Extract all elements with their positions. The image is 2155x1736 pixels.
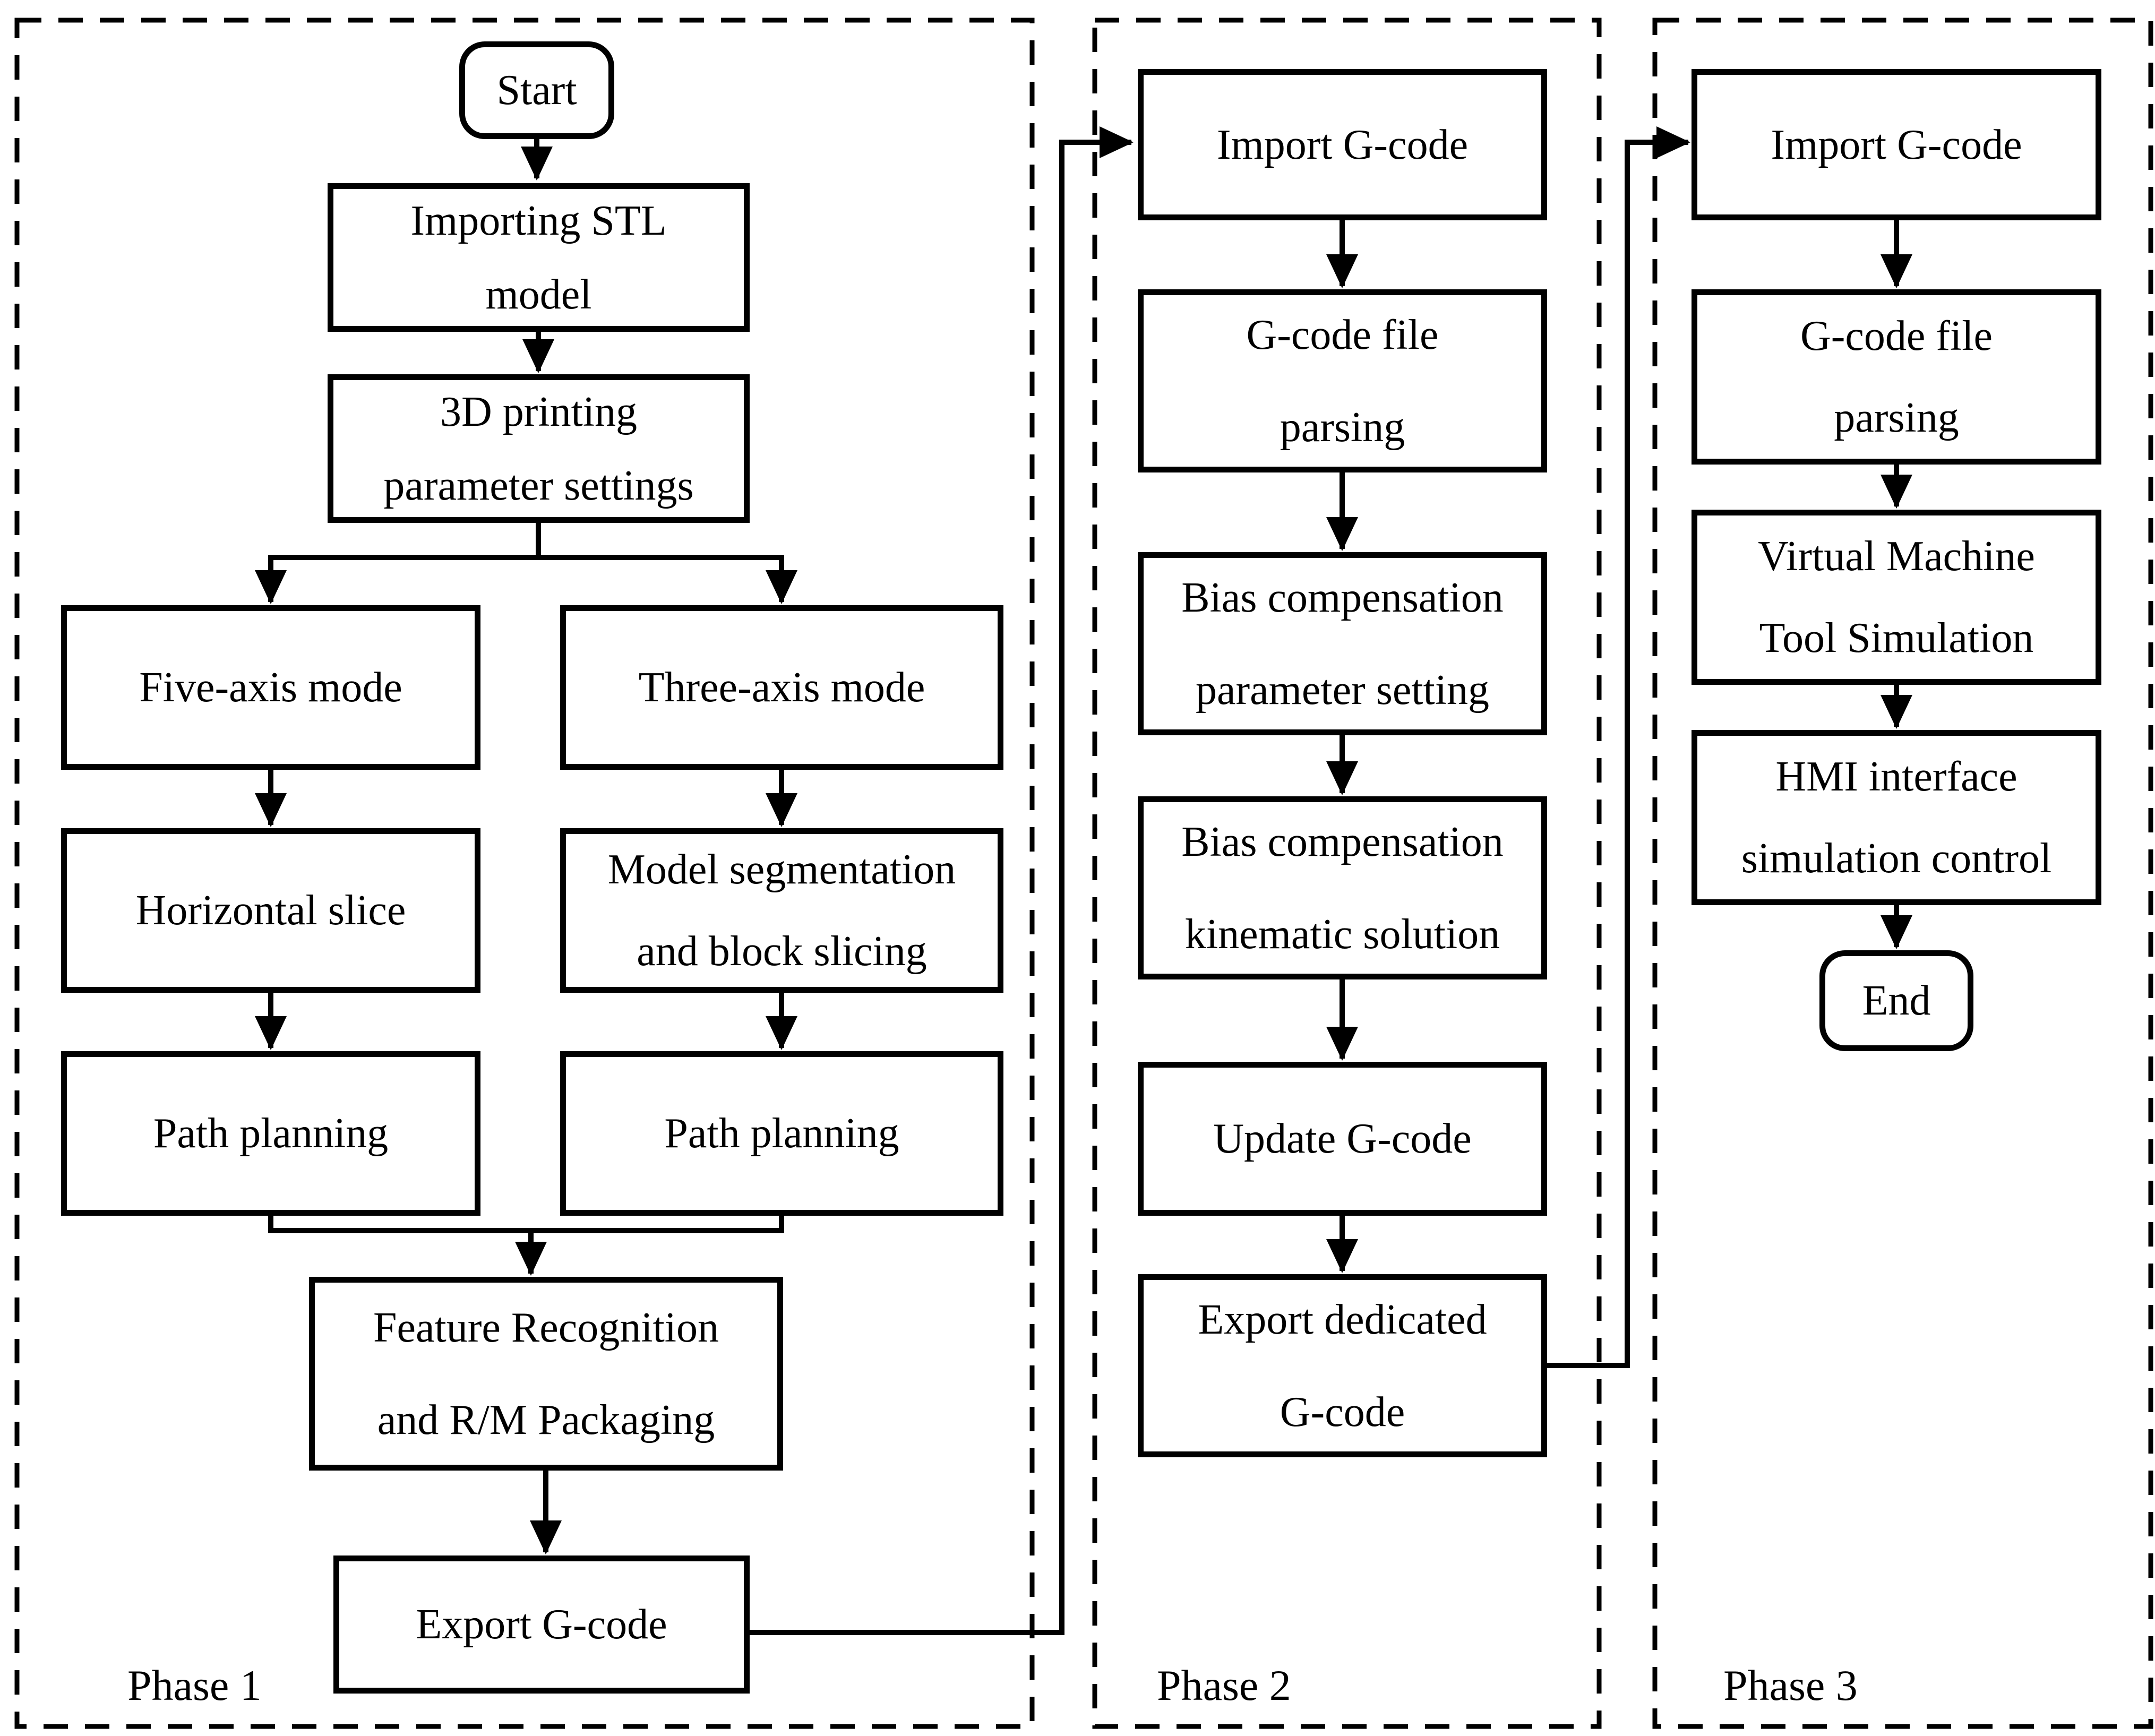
node-line: parsing (1834, 394, 1959, 441)
node-bias-compensation-kinematic-solution: Bias compensation kinematic solution (1138, 796, 1547, 979)
node-importing-stl-model: Importing STL model (328, 183, 750, 332)
node-import-gcode-phase3: Import G-code (1692, 69, 2101, 220)
node-line: G-code file (1246, 311, 1439, 358)
node-line: Path planning (664, 1110, 899, 1157)
node-line: Bias compensation (1181, 574, 1504, 621)
node-line: Bias compensation (1181, 818, 1504, 865)
node-gcode-file-parsing-phase2: G-code file parsing (1138, 289, 1547, 472)
node-import-gcode-phase2: Import G-code (1138, 69, 1547, 220)
node-line: kinematic solution (1184, 910, 1500, 958)
phase3-label: Phase 3 (1723, 1661, 1858, 1709)
phase3-boundary (1652, 18, 2153, 1729)
node-start-label: Start (496, 67, 577, 114)
node-end: End (1819, 950, 1973, 1051)
node-hmi-interface-simulation-control: HMI interface simulation control (1692, 730, 2101, 905)
phase2-label: Phase 2 (1157, 1661, 1291, 1709)
node-path-planning-five-axis: Path planning (61, 1051, 480, 1216)
node-update-gcode: Update G-code (1138, 1062, 1547, 1216)
node-feature-recognition-rm-packaging: Feature Recognition and R/M Packaging (309, 1277, 783, 1471)
node-line: Importing STL (410, 197, 667, 244)
node-line: Update G-code (1213, 1115, 1472, 1162)
node-line: and block slicing (637, 928, 927, 975)
node-five-axis-mode: Five-axis mode (61, 605, 480, 770)
node-line: parameter setting (1195, 666, 1490, 714)
node-line: 3D printing (440, 388, 638, 435)
node-line: Horizontal slice (135, 887, 406, 934)
connector-phase2-to-phase3 (1547, 126, 1690, 1368)
node-export-gcode-phase1: Export G-code (333, 1555, 750, 1694)
node-line: G-code (1280, 1388, 1405, 1436)
node-line: Feature Recognition (373, 1304, 719, 1351)
merge-line (268, 1216, 784, 1233)
node-line: Three-axis mode (638, 664, 925, 711)
node-path-planning-three-axis: Path planning (560, 1051, 1003, 1216)
connector-phase1-to-phase2 (750, 126, 1134, 1635)
node-line: simulation control (1741, 835, 2052, 882)
node-line: Model segmentation (607, 846, 956, 893)
node-line: G-code file (1800, 313, 1993, 359)
phase1-label: Phase 1 (127, 1661, 262, 1709)
node-line: Export G-code (416, 1601, 667, 1648)
node-start: Start (459, 41, 614, 139)
node-virtual-machine-tool-simulation: Virtual Machine Tool Simulation (1692, 510, 2101, 685)
node-line: Five-axis mode (139, 664, 402, 711)
node-bias-compensation-parameter-setting: Bias compensation parameter setting (1138, 552, 1547, 735)
node-line: Tool Simulation (1759, 615, 2034, 661)
node-three-axis-mode: Three-axis mode (560, 605, 1003, 770)
node-3d-printing-parameter-settings: 3D printing parameter settings (328, 374, 750, 523)
node-line: parameter settings (383, 462, 694, 509)
node-end-label: End (1862, 977, 1931, 1024)
phase1-boundary (14, 18, 1035, 1729)
node-gcode-file-parsing-phase3: G-code file parsing (1692, 289, 2101, 465)
node-line: Import G-code (1216, 121, 1469, 168)
node-line: and R/M Packaging (377, 1396, 715, 1443)
node-line: Import G-code (1771, 121, 2022, 168)
node-line: HMI interface (1775, 753, 2017, 800)
node-line: model (485, 271, 592, 318)
node-line: Virtual Machine (1758, 533, 2035, 580)
node-horizontal-slice: Horizontal slice (61, 828, 480, 993)
node-line: Export dedicated (1198, 1296, 1487, 1343)
phase2-boundary (1092, 18, 1602, 1729)
node-model-segmentation-block-slicing: Model segmentation and block slicing (560, 828, 1003, 993)
node-line: parsing (1280, 403, 1405, 451)
node-export-dedicated-gcode: Export dedicated G-code (1138, 1274, 1547, 1457)
node-line: Path planning (153, 1110, 389, 1157)
